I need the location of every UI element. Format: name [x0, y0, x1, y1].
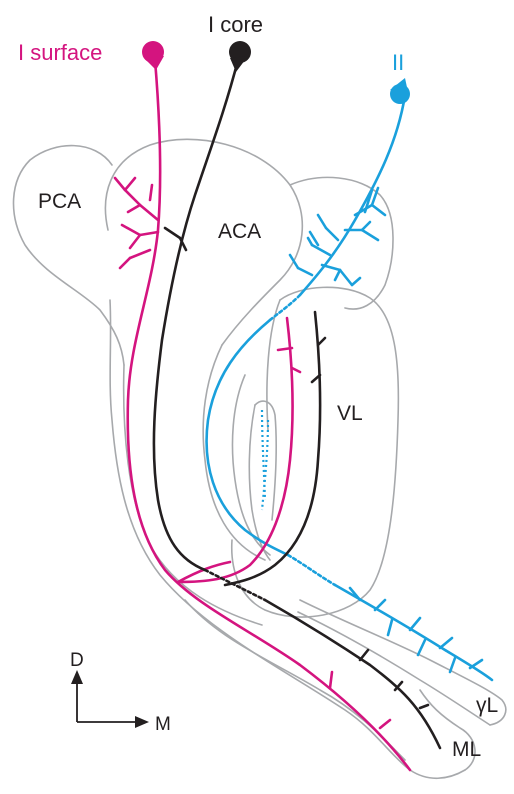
ml-outer-outline — [110, 300, 465, 778]
label-i-core: I core — [208, 12, 263, 37]
neuron-i-core-soma-tip — [230, 56, 248, 72]
label-medial: M — [155, 714, 171, 735]
label-pca: PCA — [38, 190, 81, 213]
label-aca: ACA — [218, 220, 261, 243]
orientation-axes — [77, 682, 137, 722]
vl-outline — [232, 287, 399, 617]
gl-inner-outline — [298, 612, 490, 725]
neuron-i-core-axon — [154, 60, 238, 570]
neuron-ii-axon-dotted — [270, 295, 300, 320]
label-ml: ML — [452, 738, 481, 761]
lower-band-outline — [185, 600, 405, 760]
neuron-i-surface-soma-tip — [144, 56, 164, 70]
dorsal-arrow-icon — [71, 670, 83, 684]
neuron-ii-axon — [300, 95, 405, 295]
label-vl: VL — [337, 402, 363, 425]
label-ii: II — [392, 50, 404, 75]
gl-outer-outline — [300, 600, 506, 725]
neuron-ii-tube-fibers — [262, 410, 268, 510]
pca-outline — [14, 146, 124, 365]
medial-arrow-icon — [135, 716, 149, 728]
label-gl: γL — [476, 694, 498, 717]
neuron-ii-dotted-lower — [288, 555, 335, 585]
label-dorsal: D — [70, 650, 84, 671]
neuron-ii-soma-tip — [390, 78, 408, 92]
label-i-surface: I surface — [18, 40, 102, 65]
